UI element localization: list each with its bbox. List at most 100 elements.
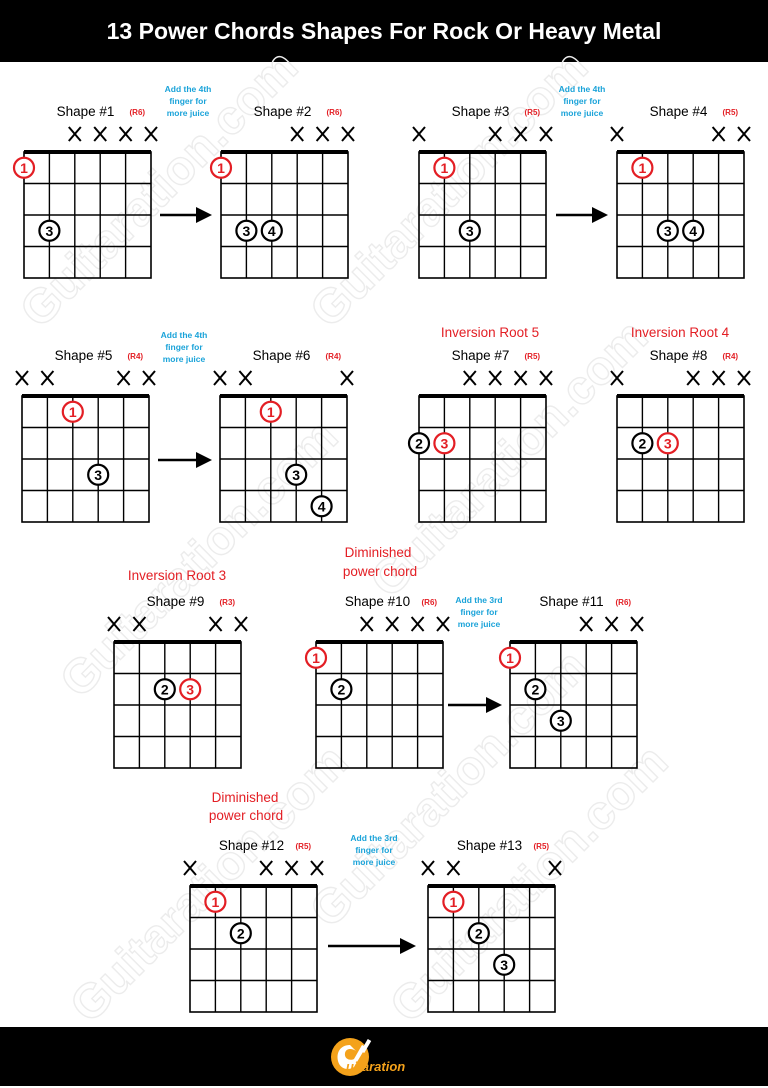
finger-number: 3 xyxy=(664,435,672,451)
finger-dot: 3 xyxy=(38,219,61,242)
finger-number: 1 xyxy=(217,160,225,176)
root-string: (R5) xyxy=(296,842,312,851)
finger-dot: 2 xyxy=(524,678,547,701)
shape-name: Shape #2 xyxy=(254,104,312,119)
finger-dot: 3 xyxy=(179,678,202,701)
mute-x-icon xyxy=(446,860,461,876)
nut xyxy=(510,640,637,644)
mute-x-icon xyxy=(539,370,553,386)
finger-dot: 3 xyxy=(433,432,456,455)
mute-x-icon xyxy=(539,126,553,142)
note-add-3rd-line3: more juice xyxy=(353,857,396,867)
mute-x-icon xyxy=(40,370,55,386)
nut xyxy=(22,394,149,398)
root-string: (R4) xyxy=(723,352,739,361)
finger-number: 3 xyxy=(441,435,449,451)
guitar-logo-icon: uitaration xyxy=(326,1031,446,1083)
logo-text: uitaration xyxy=(346,1059,406,1074)
mute-x-icon xyxy=(610,370,624,386)
finger-dot: 3 xyxy=(87,463,110,486)
nut xyxy=(220,394,347,398)
shape-name: Shape #5 xyxy=(55,348,113,363)
note-add-4th-line1: Add the 4th xyxy=(559,84,606,94)
finger-number: 1 xyxy=(212,894,220,910)
nut xyxy=(24,150,151,154)
mute-x-icon xyxy=(234,616,248,632)
mute-x-icon xyxy=(513,126,528,142)
mute-x-icon xyxy=(686,370,700,386)
shape-name: Shape #7 xyxy=(452,348,510,363)
mute-x-icon xyxy=(116,370,131,386)
finger-dot: 1 xyxy=(204,890,227,913)
mute-x-icon xyxy=(548,860,562,876)
finger-dot: 2 xyxy=(153,678,176,701)
arrow-icon xyxy=(328,938,416,954)
label-diminished-line2: power chord xyxy=(209,808,283,823)
shape-name: Shape #3 xyxy=(452,104,510,119)
page-footer: uitaration xyxy=(0,1027,768,1086)
finger-dot: 1 xyxy=(259,400,282,423)
finger-number: 3 xyxy=(186,681,194,697)
finger-dot: 2 xyxy=(229,922,252,945)
mute-x-icon xyxy=(284,860,299,876)
shape-name: Shape #6 xyxy=(253,348,311,363)
mute-x-icon xyxy=(315,126,330,142)
finger-dot: 3 xyxy=(493,953,516,976)
finger-dot: 1 xyxy=(498,646,522,669)
nut xyxy=(221,150,348,154)
mute-x-icon xyxy=(132,616,147,632)
mute-x-icon xyxy=(579,616,593,632)
mute-x-icon xyxy=(340,370,354,386)
label-inversion-root-3: Inversion Root 3 xyxy=(128,568,226,583)
finger-dot: 4 xyxy=(310,495,333,518)
mute-x-icon xyxy=(737,370,751,386)
mute-x-icon xyxy=(711,370,726,386)
note-add-4th-line1: Add the 4th xyxy=(161,330,208,340)
finger-dot: 3 xyxy=(656,432,679,455)
finger-number: 3 xyxy=(292,467,300,483)
mute-x-icon xyxy=(213,370,227,386)
finger-number: 3 xyxy=(94,467,102,483)
note-add-4th-line2: finger for xyxy=(169,96,207,106)
finger-number: 3 xyxy=(46,223,54,239)
finger-dot: 2 xyxy=(330,678,353,701)
finger-dot: 3 xyxy=(285,463,308,486)
mute-x-icon xyxy=(737,126,751,142)
root-string: (R5) xyxy=(723,108,739,117)
finger-dot: 2 xyxy=(467,922,490,945)
nut xyxy=(419,394,546,398)
nut xyxy=(617,394,744,398)
mute-x-icon xyxy=(410,616,425,632)
nut xyxy=(617,150,744,154)
mute-x-icon xyxy=(610,126,624,142)
arrow-icon xyxy=(556,207,608,223)
chord-diagram: Shape #12(R5)12 xyxy=(183,838,324,1013)
finger-dot: 3 xyxy=(458,219,481,242)
finger-number: 2 xyxy=(161,681,169,697)
finger-dot: 1 xyxy=(12,156,36,179)
note-add-4th-line3: more juice xyxy=(561,108,604,118)
page-header: 13 Power Chords Shapes For Rock Or Heavy… xyxy=(0,0,768,62)
finger-number: 4 xyxy=(689,223,697,239)
mute-x-icon xyxy=(183,860,197,876)
mute-x-icon xyxy=(107,616,121,632)
page-title: 13 Power Chords Shapes For Rock Or Heavy… xyxy=(106,17,662,44)
mute-x-icon xyxy=(488,370,502,386)
finger-number: 1 xyxy=(450,894,458,910)
finger-number: 3 xyxy=(500,957,508,973)
arrow-icon xyxy=(158,452,212,468)
finger-number: 1 xyxy=(441,160,449,176)
chord-diagram: Shape #6(R4)134 xyxy=(213,348,354,523)
finger-number: 3 xyxy=(466,223,474,239)
mute-x-icon xyxy=(513,370,528,386)
mute-x-icon xyxy=(290,126,304,142)
finger-number: 1 xyxy=(312,650,320,666)
label-inversion-root-5: Inversion Root 5 xyxy=(441,325,539,340)
mute-x-icon xyxy=(15,370,29,386)
finger-number: 1 xyxy=(20,160,28,176)
mute-x-icon xyxy=(630,616,644,632)
mute-x-icon xyxy=(259,860,273,876)
